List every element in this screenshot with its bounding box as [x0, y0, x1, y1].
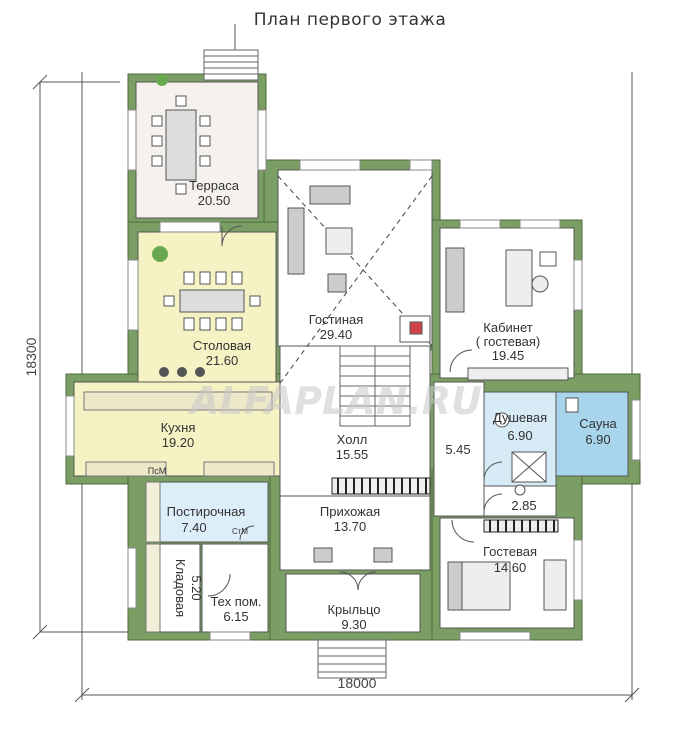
room-pantry-area: 5.20	[189, 575, 204, 600]
room-porch-name: Крыльцо	[327, 602, 380, 617]
windows	[65, 109, 641, 641]
dimension-width: 18000	[338, 675, 377, 691]
guest-bed	[447, 559, 567, 611]
room-laundry-name: Постирочная	[167, 504, 246, 519]
room-shower-name: Душевая	[493, 410, 547, 425]
entrance-benches	[313, 547, 393, 563]
room-shower-area: 6.90	[507, 428, 532, 443]
fixture-pm-label: ПсМ	[148, 466, 166, 476]
tech-floor	[201, 543, 269, 633]
living-furniture	[287, 185, 431, 343]
room-terrace-name: Терраса	[189, 178, 240, 193]
room-wc-area: 2.85	[511, 498, 536, 513]
room-tech-area: 6.15	[223, 609, 248, 624]
room-dining-name: Столовая	[193, 338, 251, 353]
bar-stools	[159, 367, 205, 377]
watermark: ALFAPLAN.RU	[187, 379, 482, 423]
terrace-floor	[135, 81, 259, 219]
bath-fixtures	[494, 397, 579, 496]
room-office-area: 19.45	[492, 348, 525, 363]
room-terrace-area: 20.50	[198, 193, 231, 208]
plan-title: План первого этажа	[253, 10, 447, 30]
room-living-area: 29.40	[320, 327, 353, 342]
room-kitchen-area: 19.20	[162, 435, 195, 450]
terrace-stairs	[203, 49, 259, 81]
room-entrance-area: 13.70	[334, 519, 367, 534]
terrace-table	[151, 95, 211, 195]
porch-stairs	[317, 639, 387, 679]
room-pantry-name: Кладовая	[173, 559, 188, 617]
room-hall-area: 15.55	[336, 447, 369, 462]
main-staircase	[339, 345, 411, 427]
room-living-name: Гостиная	[309, 312, 364, 327]
room-porch-area: 9.30	[341, 617, 366, 632]
kitchen-counters	[83, 391, 275, 633]
wardrobe	[331, 477, 559, 533]
room-laundry-area: 7.40	[181, 520, 206, 535]
office-furniture	[445, 247, 569, 381]
entrance-floor	[279, 495, 431, 571]
room-office-name2: ( гостевая)	[476, 334, 541, 349]
room-sauna-name: Сауна	[579, 416, 617, 431]
room-labels: Терраса 20.50 Гостиная 29.40 Кабинет ( г…	[148, 178, 618, 632]
laundry-floor	[145, 481, 269, 543]
room-tech-name: Тех пом.	[210, 594, 261, 609]
dining-table	[163, 271, 261, 331]
plant-icon	[152, 74, 168, 262]
room-dining-area: 21.60	[206, 353, 239, 368]
corridor-floor	[433, 381, 485, 517]
doors	[207, 225, 503, 597]
room-guest-area: 14.60	[494, 560, 527, 575]
fixture-sm-label: СтМ	[232, 527, 248, 536]
room-guest-name: Гостевая	[483, 544, 537, 559]
room-corridor-area: 5.45	[445, 442, 470, 457]
porch-floor	[285, 573, 421, 633]
room-hall-name: Холл	[337, 432, 368, 447]
room-sauna-area: 6.90	[585, 432, 610, 447]
dimension-height: 18300	[23, 337, 39, 376]
room-entrance-name: Прихожая	[320, 504, 380, 519]
room-kitchen-name: Кухня	[161, 420, 196, 435]
room-office-name: Кабинет	[483, 320, 532, 335]
